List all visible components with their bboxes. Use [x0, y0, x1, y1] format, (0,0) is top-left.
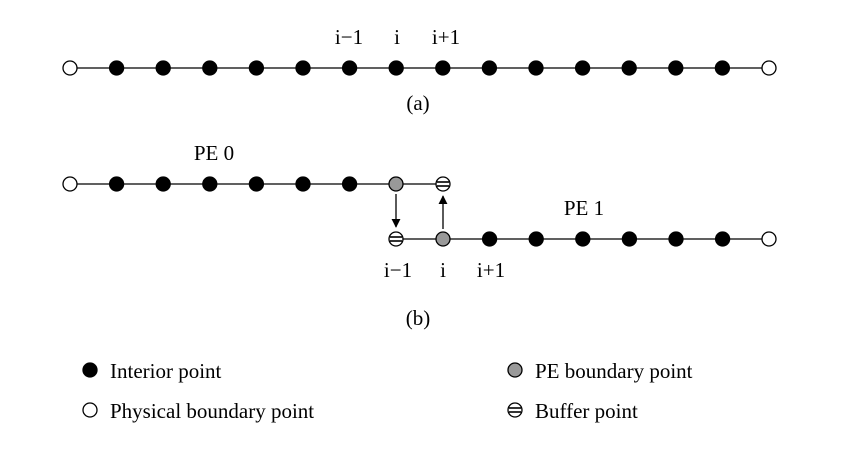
interior-point — [341, 176, 358, 192]
interior-point — [341, 60, 358, 76]
legend-interior-marker — [82, 362, 98, 378]
label-a-i-minus-1: i−1 — [335, 25, 363, 49]
legend-pe-boundary-marker — [507, 362, 523, 378]
interior-point — [108, 176, 125, 192]
physical-boundary-point — [761, 231, 777, 247]
interior-point — [295, 176, 311, 192]
pe-boundary-point — [388, 176, 404, 192]
interior-point — [108, 60, 125, 76]
label-a-i: i — [394, 25, 400, 49]
interior-point — [528, 60, 544, 76]
interior-point — [155, 176, 171, 192]
interior-point — [621, 231, 638, 247]
panel-b: PE 0 PE 1 i−1 i i+1 (b) — [62, 141, 777, 330]
legend-physical-marker — [82, 402, 98, 418]
legend-physical-label: Physical boundary point — [110, 399, 314, 423]
buffer-point — [388, 231, 404, 247]
legend: Interior point Physical boundary point P… — [82, 359, 693, 423]
interior-point — [528, 231, 544, 247]
interior-point — [668, 60, 684, 76]
interior-point — [248, 176, 265, 192]
interior-point — [714, 231, 731, 247]
legend-interior-label: Interior point — [110, 359, 222, 383]
interior-point — [202, 60, 218, 76]
pe-boundary-point — [435, 231, 451, 247]
caption-b: (b) — [406, 306, 431, 330]
interior-point — [668, 231, 684, 247]
label-pe1: PE 1 — [564, 196, 604, 220]
interior-point — [621, 60, 637, 76]
label-pe0: PE 0 — [194, 141, 234, 165]
interior-point — [388, 60, 404, 76]
physical-boundary-point — [761, 60, 777, 76]
nodes-a — [62, 60, 777, 76]
interior-point — [248, 60, 265, 76]
buffer-point — [435, 176, 451, 192]
legend-buffer-label: Buffer point — [535, 399, 638, 423]
interior-point — [714, 60, 731, 76]
physical-boundary-point — [62, 176, 78, 192]
caption-a: (a) — [406, 91, 429, 115]
label-b-i-minus-1: i−1 — [384, 258, 412, 282]
interior-point — [575, 231, 591, 247]
interior-point — [202, 176, 218, 192]
label-a-i-plus-1: i+1 — [432, 25, 460, 49]
interior-point — [435, 60, 451, 76]
interior-point — [155, 60, 171, 76]
panel-a: i−1 i i+1 (a) — [62, 25, 777, 115]
interior-point — [481, 60, 498, 76]
interior-point — [574, 60, 591, 76]
interior-point — [295, 60, 311, 76]
nodes-b — [62, 176, 777, 247]
legend-buffer-marker — [507, 402, 523, 418]
legend-pe-boundary-label: PE boundary point — [535, 359, 693, 383]
physical-boundary-point — [62, 60, 78, 76]
label-b-i: i — [440, 258, 446, 282]
interior-point — [481, 231, 498, 247]
label-b-i-plus-1: i+1 — [477, 258, 505, 282]
